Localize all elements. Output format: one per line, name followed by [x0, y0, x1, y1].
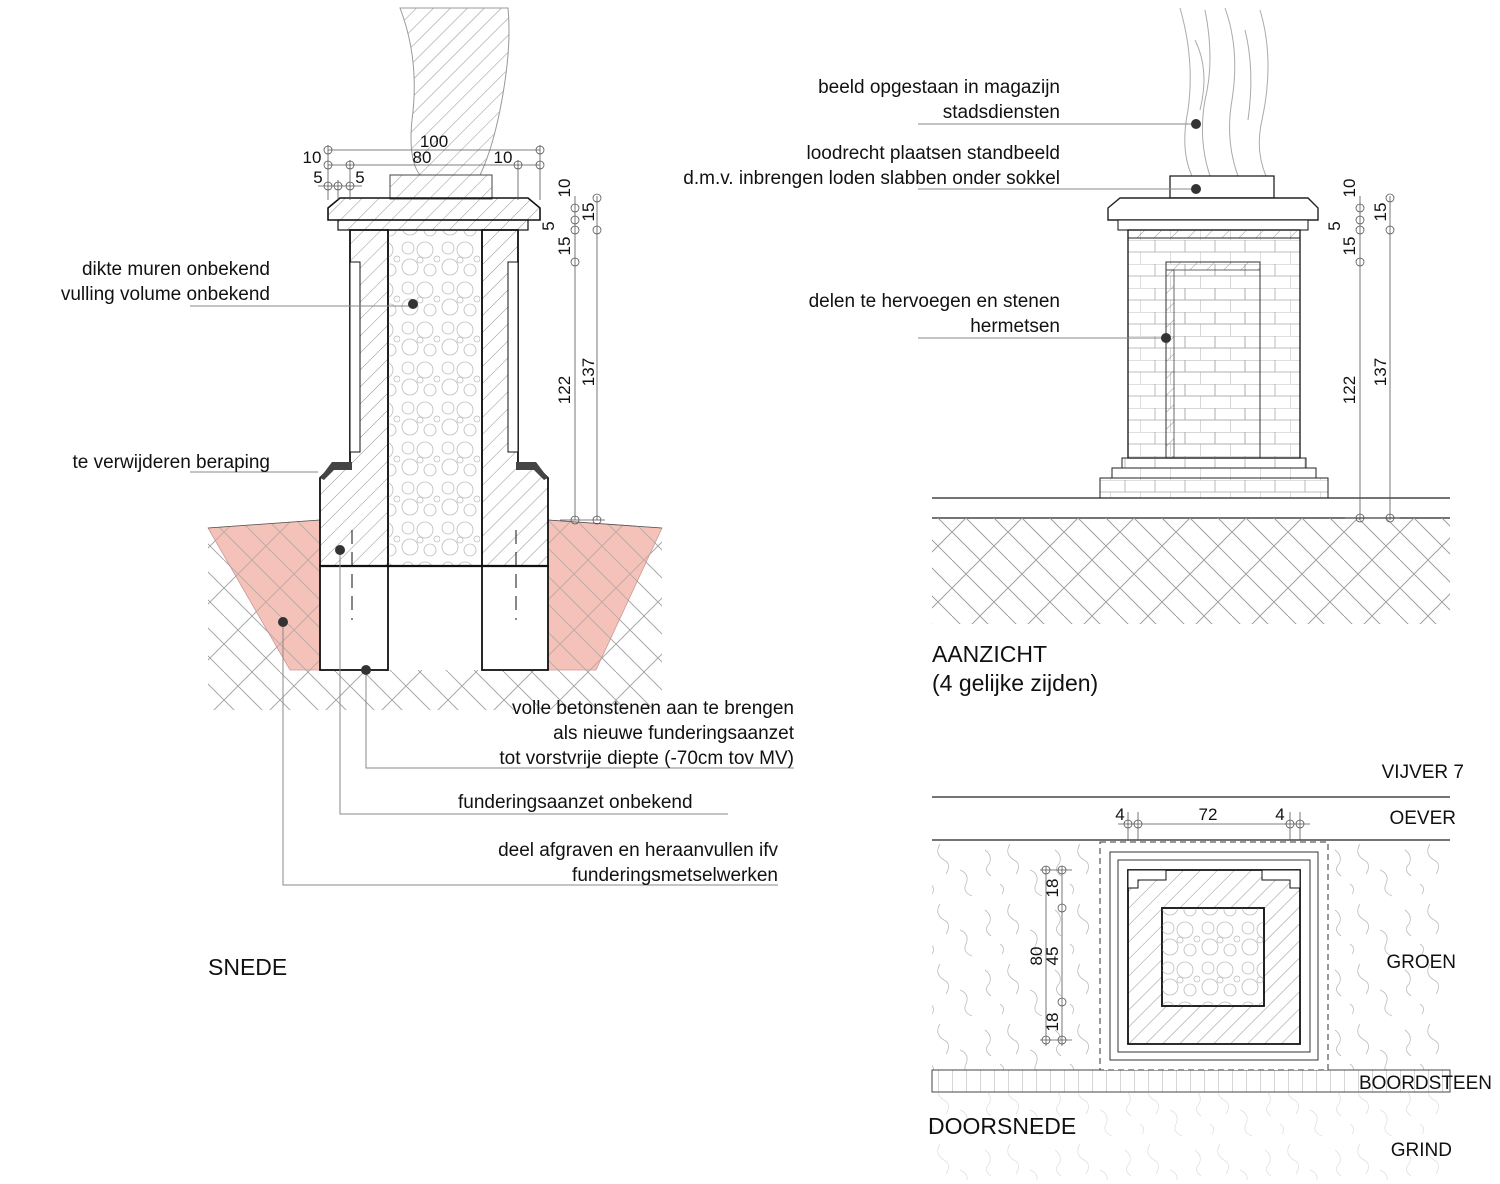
- aanzicht-capstone: [1107, 197, 1319, 221]
- aanzicht-step-3: [1099, 477, 1329, 499]
- plan-band-outline: [1117, 859, 1311, 1053]
- note-statue-2: stadsdiensten: [943, 102, 1060, 123]
- plan-dim-v-bot: 18: [1043, 1013, 1062, 1032]
- aanzicht-band-top: [1127, 229, 1301, 239]
- snede-leaders: [190, 299, 794, 886]
- note-walls-2: vulling volume onbekend: [61, 284, 270, 305]
- soil-left-hatch: [208, 520, 320, 670]
- snede-vertical-dimensions: [560, 193, 605, 525]
- doorsnede-title: DOORSNEDE: [928, 1113, 1076, 1139]
- doorsnede-left-dimensions: [1040, 865, 1072, 1046]
- snede-top-dimensions: [318, 145, 545, 200]
- plan-dim-v-top: 18: [1043, 879, 1062, 898]
- statue-plinth: [1169, 175, 1275, 199]
- aanzicht-leaders: [918, 119, 1201, 343]
- soil-ground: [208, 528, 662, 710]
- snede-section: 100 80 10 10 5 5 10 15 5 15 122 137: [61, 7, 795, 980]
- dim-v1: 10: [555, 179, 574, 198]
- doorsnede-plan: 4 72 4 18 45 18 80 VIJVER 7 OEVER GROEN …: [928, 762, 1492, 1180]
- dim-top-left: 10: [303, 148, 322, 167]
- aanzicht-title-1: AANZICHT: [932, 641, 1047, 667]
- zone-boordsteen: BOORDSTEEN: [1359, 1073, 1492, 1094]
- foundation-block-right: [481, 565, 549, 671]
- note-blocks-1: volle betonstenen aan te brengen: [512, 698, 794, 719]
- aanzicht-step-1: [1121, 457, 1307, 469]
- zone-grind: GRIND: [1391, 1140, 1452, 1161]
- snede-title: SNEDE: [208, 954, 287, 980]
- aanzicht-dim-v5: 122: [1340, 376, 1359, 404]
- plan-dim-h-mid: 72: [1199, 805, 1218, 824]
- note-foundation: funderingsaanzet onbekend: [458, 792, 693, 813]
- aanzicht-recess-panel: [1165, 261, 1261, 459]
- dim-v2: 15: [579, 203, 598, 222]
- aanzicht-cap-band: [1117, 219, 1309, 231]
- plan-dim-h-right: 4: [1275, 805, 1284, 824]
- aanzicht-vertical-dimensions: [1345, 193, 1400, 523]
- foundation-block-left: [319, 565, 389, 671]
- doorsnede-top-dimensions: [1118, 812, 1310, 840]
- rubble-fill: [387, 229, 483, 567]
- note-blocks-3: tot vorstvrije diepte (-70cm tov MV): [499, 748, 794, 769]
- note-plumb-1: loodrecht plaatsen standbeeld: [806, 143, 1060, 164]
- note-dig-1: deel afgraven en heraanvullen ifv: [498, 840, 778, 861]
- note-repoint-1: delen te hervoegen en stenen: [809, 291, 1060, 312]
- dim-v3: 5: [539, 221, 558, 230]
- dim-top-right: 10: [494, 148, 513, 167]
- plaster-remove-right: [516, 462, 548, 480]
- dim-v5: 122: [555, 376, 574, 404]
- plan-rubble-fill: [1161, 907, 1265, 1007]
- aanzicht-step-2: [1111, 467, 1317, 479]
- aanzicht-title-2: (4 gelijke zijden): [932, 670, 1098, 696]
- unknown-foundation-dashes: [351, 530, 517, 620]
- dim-step-right: 5: [355, 168, 364, 187]
- note-repoint-2: hermetsen: [970, 316, 1060, 337]
- statue-base: [389, 174, 493, 200]
- plan-dim-v-total: 80: [1027, 947, 1046, 966]
- zone-vijver: VIJVER 7: [1382, 762, 1464, 783]
- plan-dim-h-left: 4: [1115, 805, 1124, 824]
- aanzicht-dim-v6: 137: [1371, 358, 1390, 386]
- note-walls-1: dikte muren onbekend: [82, 259, 270, 280]
- aanzicht-dim-v1: 10: [1340, 179, 1359, 198]
- plaster-remove-left: [320, 462, 352, 480]
- plan-cap-outline: [1109, 851, 1319, 1061]
- zone-oever: OEVER: [1389, 808, 1456, 829]
- note-statue-1: beeld opgestaan in magazijn: [818, 77, 1060, 98]
- plaster-left: [349, 261, 361, 453]
- note-plumb-2: d.m.v. inbrengen loden slabben onder sok…: [683, 168, 1060, 189]
- aanzicht-recess-side: [1165, 269, 1175, 459]
- note-dig-2: funderingsmetselwerken: [572, 865, 778, 886]
- dim-v6: 137: [579, 358, 598, 386]
- soil-right-hatch: [548, 520, 662, 670]
- statue-elevation: [1179, 7, 1269, 177]
- plan-dim-v-mid: 45: [1043, 947, 1062, 966]
- aanzicht-dim-v3: 5: [1325, 221, 1344, 230]
- aanzicht-view: 10 15 5 15 122 137 beeld opgestaan in ma…: [683, 7, 1450, 696]
- grind-zone: [932, 1092, 1450, 1180]
- dim-top-total: 100: [420, 132, 448, 151]
- zone-groen: GROEN: [1386, 952, 1456, 973]
- note-plaster: te verwijderen beraping: [72, 452, 270, 473]
- dim-v4: 15: [555, 237, 574, 256]
- aanzicht-soil: [932, 518, 1450, 624]
- aanzicht-recess-top: [1165, 261, 1261, 271]
- plan-recess-notches: [1127, 869, 1301, 889]
- dim-step-left: 5: [313, 168, 322, 187]
- plaster-right: [507, 261, 519, 453]
- aanzicht-dim-v2: 15: [1371, 203, 1390, 222]
- aanzicht-dim-v4: 15: [1340, 237, 1359, 256]
- dim-top-inner: 80: [413, 148, 432, 167]
- capstone: [327, 197, 541, 221]
- note-blocks-2: als nieuwe funderingsaanzet: [553, 723, 795, 744]
- cap-band: [337, 219, 529, 231]
